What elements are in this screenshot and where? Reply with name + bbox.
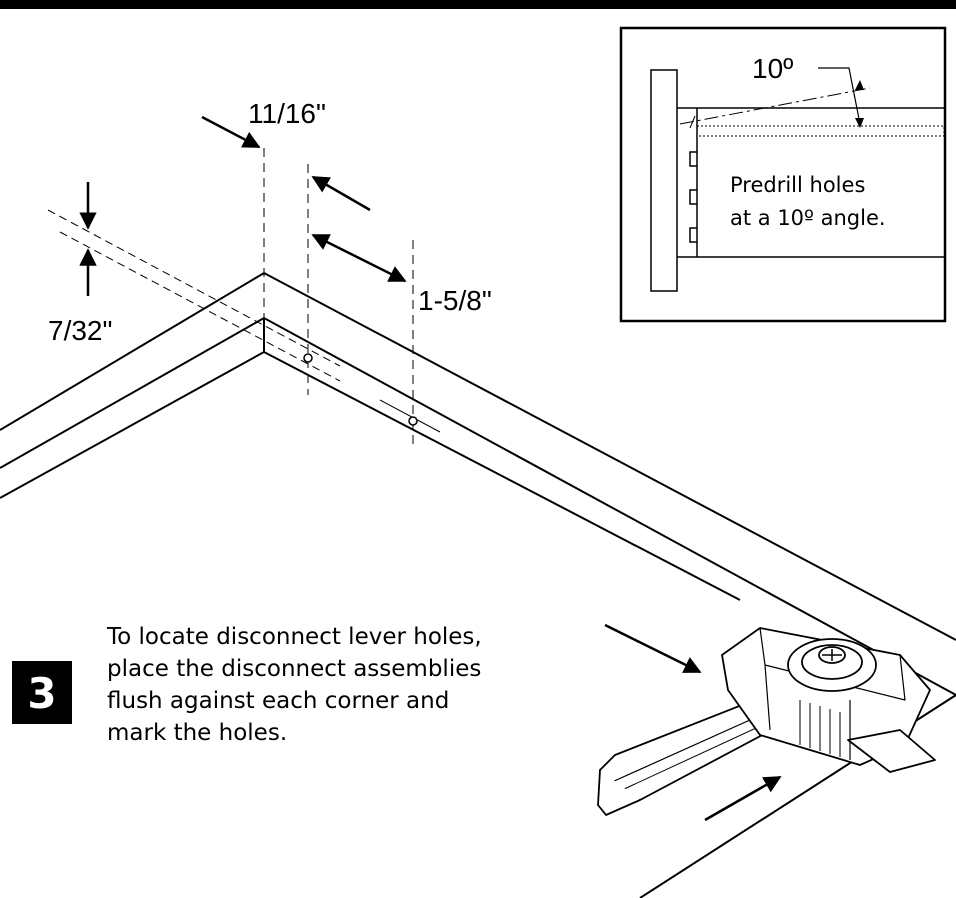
pilot-hole-2 [408, 416, 418, 426]
dimension-label-edge-offset: 7/32" [48, 315, 112, 346]
instruction-line-4: mark the holes. [107, 720, 288, 746]
instruction-line-2: place the disconnect assemblies [107, 656, 482, 682]
hole-axis-line [379, 399, 441, 433]
dimension-label-hole-spacing: 1-5/8" [418, 285, 492, 316]
inset-side-rail [650, 69, 678, 292]
instruction-line-1: To locate disconnect lever holes, [107, 624, 482, 650]
dimension-arrows [79, 115, 407, 296]
top-border-bar [0, 0, 956, 9]
inset-teeth [689, 151, 697, 243]
placement-arrows [604, 623, 782, 822]
angle-leader [818, 67, 861, 125]
inset-angle-line [679, 87, 871, 125]
inset-detail: 10º Predrill holes at a 10º angle. [619, 26, 947, 323]
reference-lines [263, 148, 414, 450]
bed-frame-corner [0, 271, 956, 898]
inset-note-line2: at a 10º angle. [730, 206, 886, 230]
drill-centerline [47, 209, 341, 382]
inset-angle-label: 10º [752, 53, 793, 84]
pilot-hole-1 [303, 353, 313, 363]
inset-note-line1: Predrill holes [730, 173, 865, 197]
inset-slat [696, 125, 945, 137]
step-badge [12, 661, 72, 724]
step-instructions: To locate disconnect lever holes, place … [107, 621, 607, 749]
instruction-line-3: flush against each corner and [107, 688, 450, 714]
step-number: 3 [27, 669, 56, 718]
disconnect-ridges [799, 700, 841, 757]
dimension-label-top-offset: 11/16" [248, 98, 326, 129]
disconnect-assembly [597, 627, 936, 816]
